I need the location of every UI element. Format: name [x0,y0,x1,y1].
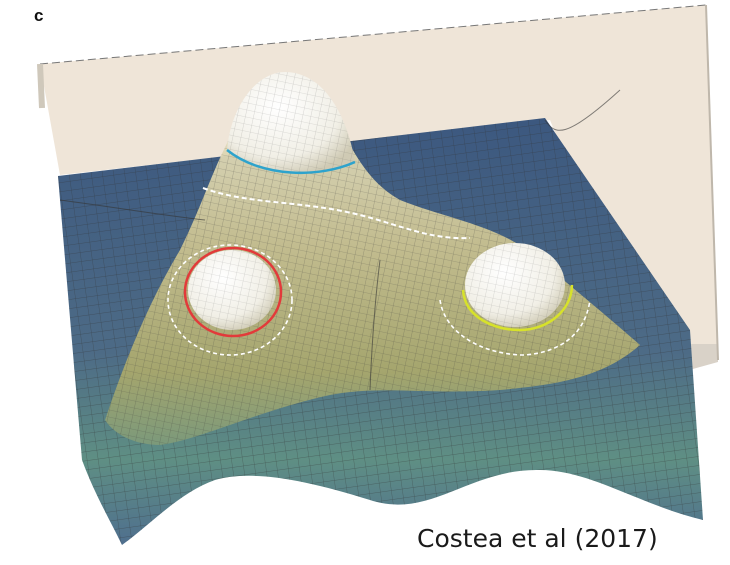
figure-credit: Costea et al (2017) [417,524,658,553]
peak-left [183,246,283,338]
peak-top [226,72,356,175]
panel-label: c [34,6,44,25]
peak-right [461,243,574,332]
saddle-contours [167,187,591,356]
ridge-lines [59,89,621,391]
